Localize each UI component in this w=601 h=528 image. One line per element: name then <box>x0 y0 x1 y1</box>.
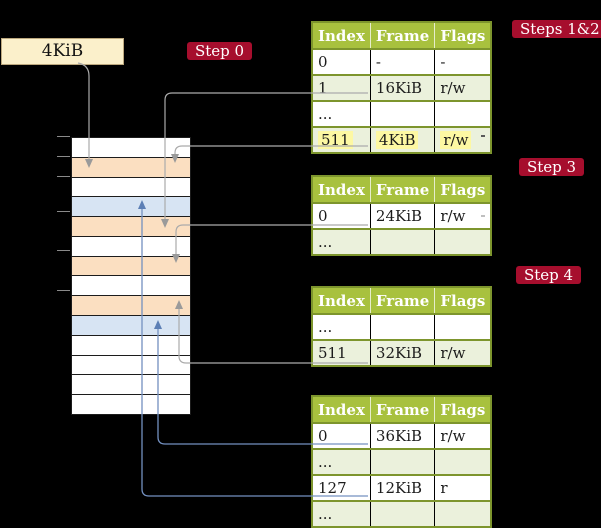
memory-row-white <box>72 177 190 198</box>
memory-row-white <box>72 276 190 297</box>
table-header-row: Index Frame Flags <box>312 287 492 315</box>
memory-row-blue <box>72 197 190 218</box>
cell-frame-highlighted: 4KiB <box>375 131 419 149</box>
table-row-highlighted: 511 4KiB r/w <box>312 126 492 153</box>
memory-stack <box>71 137 191 415</box>
col-header-frame: Frame <box>369 396 435 424</box>
cell-frame: - <box>375 53 381 71</box>
cell-index: 511 <box>318 344 347 362</box>
table-row: ... <box>312 448 492 475</box>
col-header-index: Index <box>312 396 371 424</box>
cell-index: ... <box>318 453 333 471</box>
memory-row-white <box>72 138 190 158</box>
cell-index: 1 <box>318 79 328 97</box>
col-header-frame: Frame <box>369 287 435 315</box>
cell-frame: 24KiB <box>375 207 423 225</box>
table-row: 127 12KiB r <box>312 474 492 501</box>
cell-index: 0 <box>318 207 328 225</box>
tick-mark <box>57 250 70 251</box>
cell-index-highlighted: 511 <box>318 131 353 149</box>
table-row: 0 36KiB r/w <box>312 422 492 449</box>
cell-index: 0 <box>318 427 328 445</box>
tick-mark <box>57 176 70 177</box>
page-table-final-level: Index Frame Flags 0 36KiB r/w ... 127 12… <box>311 395 493 528</box>
cell-frame: 36KiB <box>375 427 423 445</box>
col-header-flags: Flags <box>434 22 492 50</box>
cell-index: ... <box>318 318 333 336</box>
cell-index: 127 <box>318 479 347 497</box>
table-row: 0 - - <box>312 48 492 75</box>
cell-flags: r/w <box>440 427 466 445</box>
memory-row-peach <box>72 157 190 178</box>
cell-frame: 32KiB <box>375 344 423 362</box>
page-table-step-3: Index Frame Flags 0 24KiB r/w ... <box>311 175 493 256</box>
memory-row-peach <box>72 256 190 277</box>
col-header-flags: Flags <box>434 176 492 204</box>
cell-flags: r/w <box>440 207 466 225</box>
table-row: 1 16KiB r/w <box>312 74 492 101</box>
memory-row-white <box>72 355 190 376</box>
page-size-box: 4KiB <box>1 38 124 65</box>
col-header-flags: Flags <box>434 287 492 315</box>
page-table-steps-1-2: Index Frame Flags 0 - - 1 16KiB r/w ... … <box>311 21 493 154</box>
col-header-index: Index <box>312 22 371 50</box>
table-row: ... <box>312 313 492 340</box>
table-row: 0 24KiB r/w <box>312 202 492 229</box>
col-header-frame: Frame <box>369 176 435 204</box>
badge-step-0: Step 0 <box>187 42 253 60</box>
cell-flags-highlighted: r/w <box>440 131 472 149</box>
badge-step-3: Step 3 <box>519 158 585 176</box>
connector-stub <box>481 135 485 137</box>
cell-frame: 12KiB <box>375 479 423 497</box>
memory-row-white <box>72 335 190 356</box>
memory-row-peach <box>72 217 190 237</box>
table-header-row: Index Frame Flags <box>312 176 492 204</box>
col-header-index: Index <box>312 176 371 204</box>
table-header-row: Index Frame Flags <box>312 22 492 50</box>
cell-flags: - <box>440 53 446 71</box>
table-row: ... <box>312 100 492 127</box>
badge-steps-1-2: Steps 1&2 <box>512 20 601 38</box>
cell-flags: r <box>440 479 448 497</box>
col-header-index: Index <box>312 287 371 315</box>
memory-row-peach <box>72 296 190 317</box>
tick-mark <box>57 156 70 157</box>
page-size-label: 4KiB <box>41 41 84 61</box>
table-row: ... <box>312 228 492 255</box>
cell-flags: r/w <box>440 344 466 362</box>
cell-frame: 16KiB <box>375 79 423 97</box>
cell-index: ... <box>318 233 333 251</box>
col-header-flags: Flags <box>434 396 492 424</box>
tick-mark <box>57 211 70 212</box>
tick-mark <box>57 136 70 137</box>
memory-row-white <box>72 375 190 396</box>
connector-stub <box>481 215 485 217</box>
table-header-row: Index Frame Flags <box>312 396 492 424</box>
col-header-frame: Frame <box>369 22 435 50</box>
table-row: ... <box>312 500 492 527</box>
memory-row-blue <box>72 316 190 336</box>
cell-flags: r/w <box>440 79 466 97</box>
tick-mark <box>57 290 70 291</box>
memory-row-white <box>72 395 190 414</box>
cell-index: 0 <box>318 53 328 71</box>
page-table-step-4: Index Frame Flags ... 511 32KiB r/w <box>311 286 493 367</box>
table-row: 511 32KiB r/w <box>312 339 492 366</box>
cell-index: ... <box>318 505 333 523</box>
badge-step-4: Step 4 <box>516 266 582 284</box>
memory-row-white <box>72 236 190 257</box>
cell-index: ... <box>318 105 333 123</box>
